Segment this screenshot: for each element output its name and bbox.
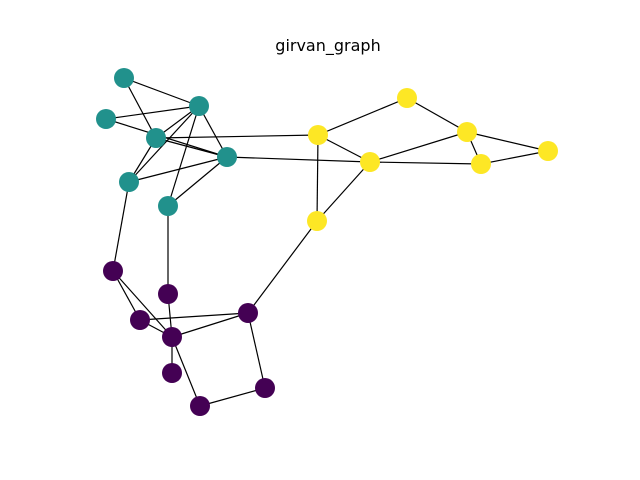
edge-layer bbox=[105, 77, 549, 407]
graph-edge bbox=[105, 105, 200, 120]
graph-edge bbox=[167, 156, 228, 207]
node-layer bbox=[96, 68, 558, 416]
graph-node bbox=[189, 96, 209, 116]
graph-edge bbox=[247, 312, 266, 389]
graph-node bbox=[162, 363, 182, 383]
graph-node bbox=[360, 152, 380, 172]
graph-node bbox=[146, 128, 166, 148]
graph-node bbox=[538, 141, 558, 161]
graph-edge bbox=[112, 270, 173, 338]
graph-node bbox=[162, 327, 182, 347]
graph-node bbox=[308, 125, 328, 145]
graph-edge bbox=[171, 312, 249, 338]
graph-edge bbox=[155, 137, 228, 158]
graph-node bbox=[397, 88, 417, 108]
graph-edge bbox=[199, 387, 266, 407]
graph-edge bbox=[155, 134, 319, 139]
graph-edge bbox=[317, 97, 408, 136]
graph-node bbox=[190, 396, 210, 416]
graph-node bbox=[130, 310, 150, 330]
graph-node bbox=[471, 154, 491, 174]
graph-edge bbox=[480, 150, 549, 165]
graph-node bbox=[158, 196, 178, 216]
graph-edge bbox=[316, 161, 371, 222]
graph-node bbox=[255, 378, 275, 398]
graph-edge bbox=[123, 77, 200, 107]
graph-edge bbox=[128, 156, 228, 183]
graph-node bbox=[238, 303, 258, 323]
graph-edge bbox=[112, 181, 130, 272]
graph-title: girvan_graph bbox=[275, 36, 380, 56]
graph-edge bbox=[226, 156, 371, 163]
graph-node bbox=[217, 147, 237, 167]
graph-node bbox=[457, 122, 477, 142]
graph-edge bbox=[123, 77, 157, 139]
graph-node bbox=[158, 284, 178, 304]
graph-node bbox=[307, 211, 327, 231]
graph-node bbox=[103, 261, 123, 281]
graph-edge bbox=[466, 131, 549, 152]
graph-node bbox=[96, 109, 116, 129]
graph-node bbox=[119, 172, 139, 192]
graph-edge bbox=[369, 131, 468, 163]
graph-edge bbox=[247, 220, 318, 314]
graph-node bbox=[114, 68, 134, 88]
graph-edge bbox=[171, 336, 201, 407]
graph-edge bbox=[316, 134, 319, 222]
graph-edge bbox=[406, 97, 468, 133]
graph-edge bbox=[139, 312, 249, 321]
graph-edge bbox=[369, 161, 482, 165]
graph-edge bbox=[167, 105, 200, 207]
